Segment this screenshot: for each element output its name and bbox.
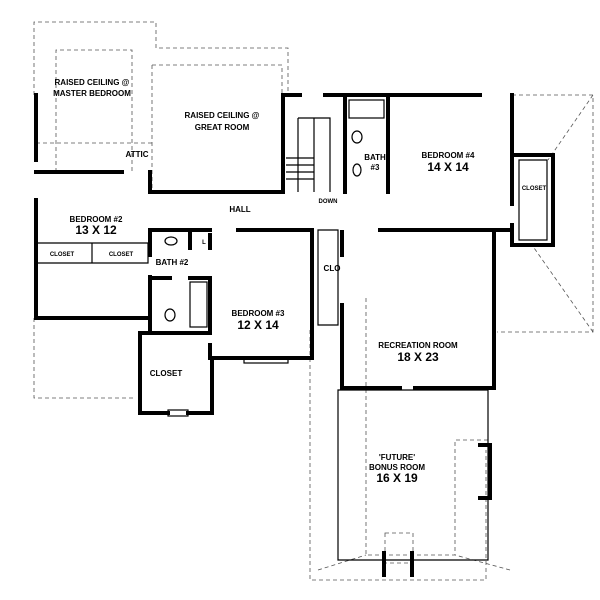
label-master-ceiling-line2: MASTER BEDROOM [53, 89, 131, 98]
label-bedroom4-size: 14 X 14 [427, 160, 469, 174]
label-attic: ATTIC [126, 150, 149, 159]
label-bath3-line1: BATH [364, 153, 386, 162]
label-bonus-line2: BONUS ROOM [369, 463, 425, 472]
label-closet-b: CLOSET [109, 252, 134, 258]
label-bedroom3-name: BEDROOM #3 [232, 309, 285, 318]
toilet-bath3 [351, 130, 363, 144]
label-down: DOWN [319, 199, 338, 205]
label-closet-lower: CLOSET [150, 369, 183, 378]
label-recreation-name: RECREATION ROOM [378, 341, 458, 350]
label-bonus-size: 16 X 19 [376, 471, 418, 485]
label-bath3-line2: #3 [371, 163, 380, 172]
label-great-ceiling-line2: GREAT ROOM [195, 123, 250, 132]
label-hall: HALL [229, 205, 250, 214]
label-recreation-size: 18 X 23 [397, 350, 439, 364]
window-bedroom3 [243, 357, 289, 364]
bathtub-bath2 [189, 281, 208, 328]
label-bath2: BATH #2 [156, 258, 189, 267]
label-bedroom2-size: 13 X 12 [75, 223, 117, 237]
label-linen: L [202, 240, 206, 246]
window-closet [167, 409, 189, 417]
label-bonus-line1: 'FUTURE' [379, 453, 415, 462]
sink-bath2 [164, 236, 178, 246]
toilet-bath2 [164, 308, 176, 322]
label-bedroom2-name: BEDROOM #2 [70, 215, 123, 224]
label-clo: CLO [324, 264, 341, 273]
sink-bath3 [352, 163, 362, 177]
bathtub-bath3 [348, 99, 385, 119]
label-closet-bed4: CLOSET [522, 186, 547, 192]
label-great-ceiling-line1: RAISED CEILING @ [185, 111, 260, 120]
room-labels: RAISED CEILING @ MASTER BEDROOM RAISED CEI… [50, 78, 547, 485]
label-master-ceiling-line1: RAISED CEILING @ [55, 78, 130, 87]
walls [34, 93, 555, 577]
label-bedroom3-size: 12 X 14 [237, 318, 279, 332]
label-closet-a: CLOSET [50, 252, 75, 258]
roof-outlines [33, 21, 594, 581]
label-bedroom4-name: BEDROOM #4 [422, 151, 475, 160]
closets-and-stairs [35, 117, 548, 561]
